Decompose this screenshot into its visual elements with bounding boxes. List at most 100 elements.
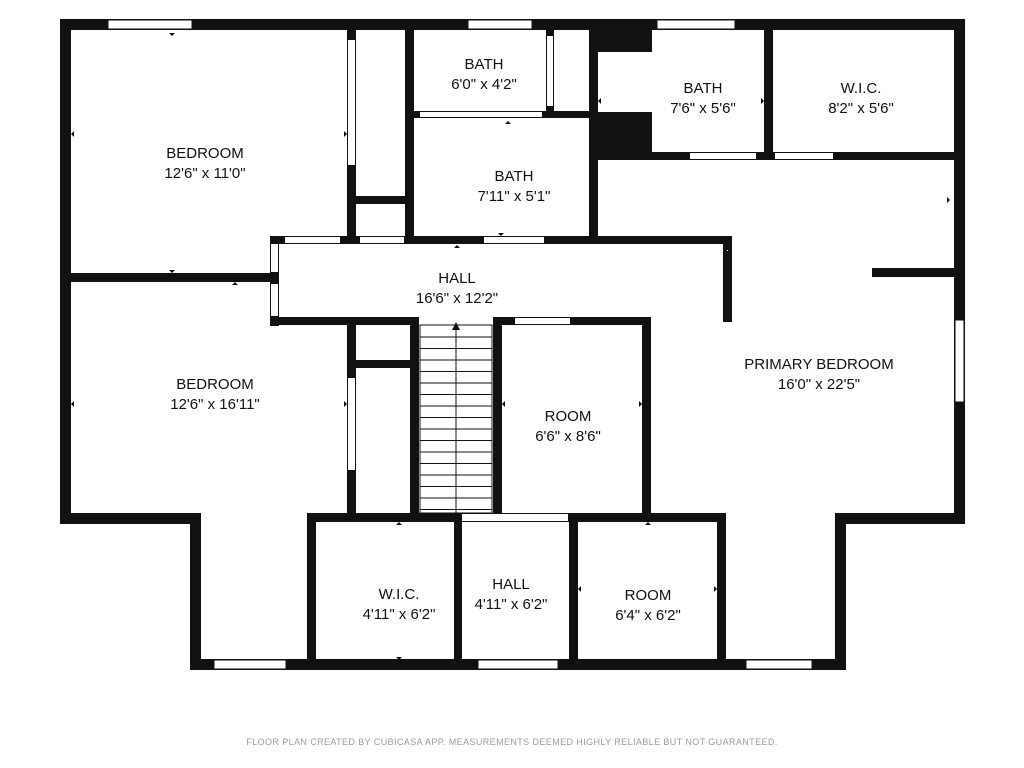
door-marker — [645, 522, 651, 525]
room-name: HALL — [438, 270, 476, 287]
wall-closet-shelf — [356, 196, 410, 204]
room-size: 12'6" x 11'0" — [164, 165, 245, 182]
wall-primary-entry — [723, 236, 732, 322]
room-name: BATH — [684, 80, 723, 97]
door-hall-top-1 — [285, 237, 340, 243]
room-name: ROOM — [545, 408, 592, 425]
wall-room-bottom-right — [717, 513, 726, 668]
room-name: W.I.C. — [379, 586, 420, 603]
door-marker — [598, 98, 601, 104]
door-marker — [71, 131, 74, 137]
room-size: 6'0" x 4'2" — [451, 76, 517, 93]
door-marker — [505, 121, 511, 124]
room-name: BATH — [495, 168, 534, 185]
wall-closet-right — [405, 30, 414, 242]
room-size: 12'6" x 16'11" — [170, 396, 260, 413]
window-top-2 — [467, 19, 533, 30]
door-room-center — [515, 318, 570, 324]
room-size: 16'6" x 12'2" — [416, 290, 498, 307]
wall-right-step — [835, 513, 965, 524]
wall-right — [954, 19, 965, 524]
room-size: 6'4" x 6'2" — [615, 607, 681, 624]
window-right — [954, 319, 965, 403]
door-hall-top-2 — [360, 237, 404, 243]
room-labels: BEDROOM 12'6" x 11'0" BATH 6'0" x 4'2" B… — [164, 56, 893, 624]
door-marker — [396, 522, 402, 525]
wall-left — [60, 19, 71, 524]
door-marker — [71, 401, 74, 407]
wall-hall-bottom-left — [270, 317, 410, 325]
wall-left-notch — [190, 513, 201, 670]
door-markers — [71, 33, 950, 660]
room-size: 6'6" x 8'6" — [535, 428, 601, 445]
door-marker — [169, 270, 175, 273]
staircase — [419, 322, 493, 514]
wall-primary-stub — [872, 268, 954, 277]
room-name: BEDROOM — [166, 145, 244, 162]
window-top-1 — [107, 19, 193, 30]
room-name: PRIMARY BEDROOM — [744, 356, 893, 373]
room-size: 7'6" x 5'6" — [670, 100, 736, 117]
window-top-3 — [656, 19, 736, 30]
wall-hall-bottom-right — [495, 317, 650, 325]
door-hall-top-3 — [484, 237, 544, 243]
door-closet-left-lower — [348, 378, 355, 470]
window-bottom-1 — [213, 659, 287, 670]
door-marker — [639, 401, 642, 407]
room-name: BEDROOM — [176, 376, 254, 393]
door-marker — [714, 586, 717, 592]
door-marker — [502, 401, 505, 407]
room-name: BATH — [465, 56, 504, 73]
room-size: 7'11" x 5'1" — [478, 188, 551, 205]
wall-bath-wic-divider — [764, 30, 773, 160]
wall-wic-left — [307, 513, 316, 668]
door-marker — [498, 233, 504, 236]
door-marker — [454, 245, 460, 248]
wall-right-notch — [835, 513, 846, 670]
wall-bath-mid-right — [589, 30, 598, 242]
room-size: 4'11" x 6'2" — [363, 606, 436, 623]
door-bath-right — [690, 153, 756, 159]
wall-left-step — [60, 513, 201, 524]
room-size: 4'11" x 6'2" — [475, 596, 548, 613]
chase-top — [598, 30, 652, 52]
door-marker — [396, 657, 402, 660]
door-marker — [169, 33, 175, 36]
door-bath-top — [420, 112, 542, 117]
door-hall-left-lower — [271, 284, 278, 316]
windows — [107, 19, 965, 670]
chase-bottom — [598, 112, 652, 160]
room-name: W.I.C. — [841, 80, 882, 97]
wall-stair-left — [410, 317, 419, 517]
room-name: ROOM — [625, 587, 672, 604]
door-marker — [344, 131, 347, 137]
door-bedroom-left — [271, 244, 278, 272]
door-lower-hall — [462, 514, 568, 521]
door-openings — [271, 36, 833, 521]
door-marker — [344, 401, 347, 407]
wall-hall-left — [270, 236, 279, 326]
wall-hall-bottom-right-wall — [569, 513, 578, 668]
room-size: 16'0" x 22'5" — [778, 376, 860, 393]
door-marker — [761, 98, 764, 104]
door-marker — [232, 282, 238, 285]
door-primary-lower — [727, 250, 728, 251]
wall-wic-right — [454, 513, 462, 668]
door-marker — [578, 586, 581, 592]
wall-stair-right — [493, 317, 502, 517]
room-name: HALL — [492, 576, 530, 593]
wall-left-closet-shelf — [356, 360, 412, 368]
window-bottom-3 — [745, 659, 813, 670]
window-bottom-2 — [477, 659, 559, 670]
footer-credit: FLOOR PLAN CREATED BY CUBICASA APP. MEAS… — [246, 737, 777, 747]
door-wic-top — [775, 153, 833, 159]
room-size: 8'2" x 5'6" — [828, 100, 894, 117]
stair-arrow-head — [452, 322, 460, 330]
door-primary — [643, 250, 650, 312]
door-bath-top-right — [547, 36, 553, 106]
door-marker — [947, 197, 950, 203]
interior-walls — [71, 30, 954, 668]
wall-bedroom-bottom — [71, 273, 276, 282]
